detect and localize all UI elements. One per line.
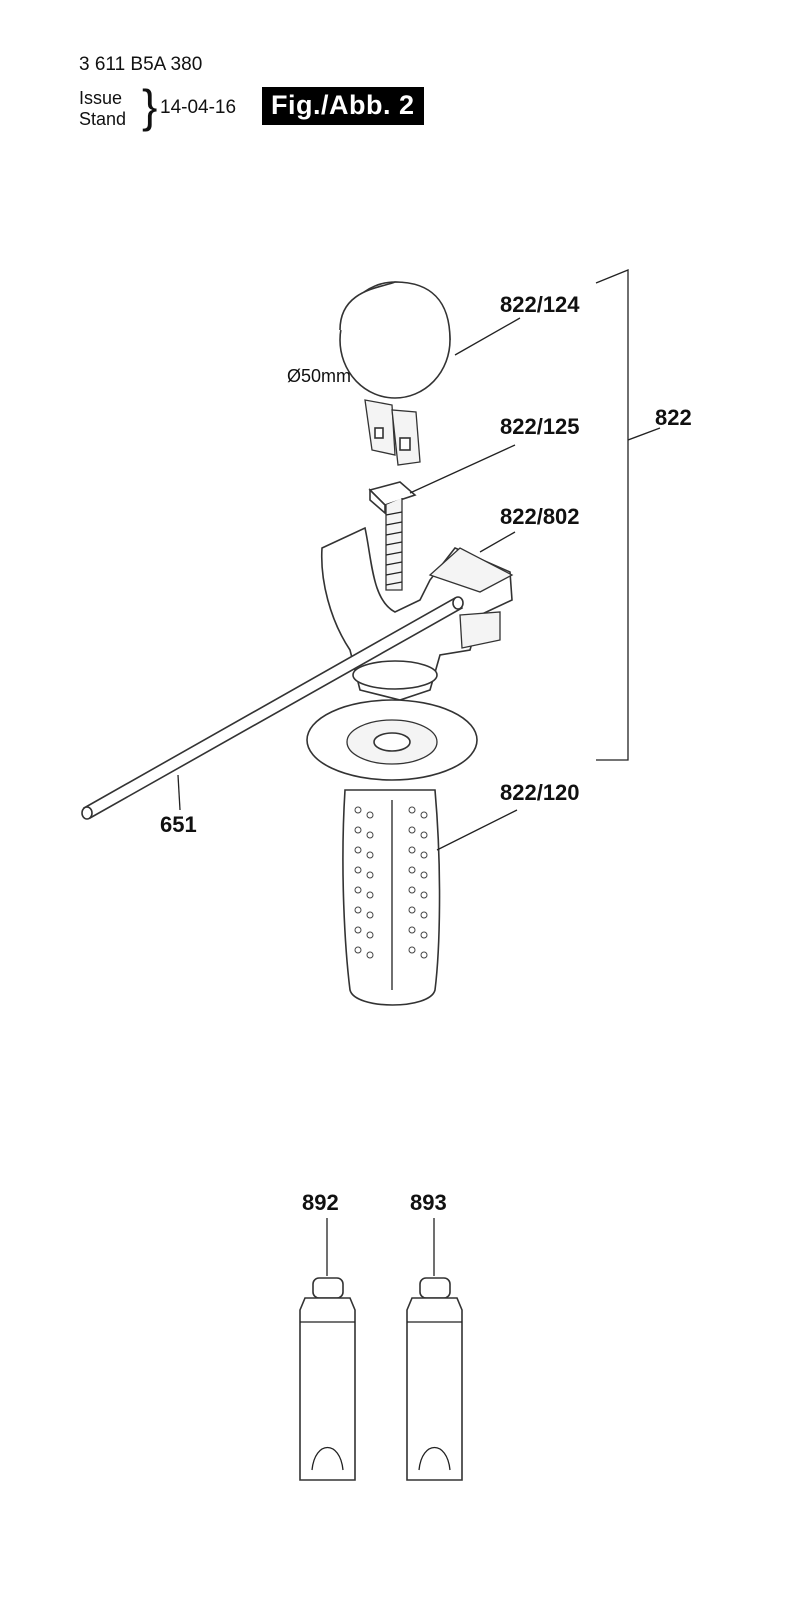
- group-bracket-822: [595, 269, 661, 761]
- figure-label: Fig./Abb. 2: [262, 87, 424, 125]
- issue-date: 14-04-16: [160, 97, 237, 118]
- handle-bracket: [320, 526, 514, 701]
- diameter-label: Ø50mm: [287, 366, 351, 386]
- issue-label: Issue: [79, 88, 123, 108]
- brace-glyph: }: [142, 80, 158, 132]
- part-label-822-120: 822/120: [500, 780, 580, 805]
- part-label-893: 893: [410, 1190, 447, 1215]
- leader-lines: [177, 317, 521, 1276]
- part-label-822-125: 822/125: [500, 414, 580, 439]
- side-handle: [306, 699, 478, 1006]
- drawing-number: 3 611 B5A 380: [79, 54, 203, 75]
- depth-rod: [81, 596, 464, 820]
- part-label-651: 651: [160, 812, 197, 837]
- part-label-822: 822: [655, 405, 692, 430]
- part-label-892: 892: [302, 1190, 339, 1215]
- clamp-screw: [368, 481, 417, 591]
- part-label-822-802: 822/802: [500, 504, 580, 529]
- part-label-822-124: 822/124: [500, 292, 580, 317]
- clamp-band: [339, 281, 451, 466]
- stand-label: Stand: [79, 109, 127, 129]
- grease-tube-893: [406, 1277, 463, 1481]
- grease-tube-892: [299, 1277, 356, 1481]
- issue-stand-labels: Issue Stand: [79, 88, 126, 130]
